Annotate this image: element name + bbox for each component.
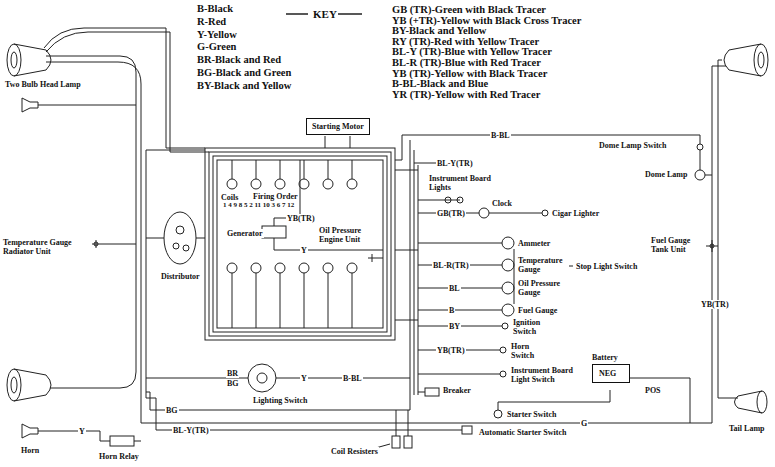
wire-code: B	[448, 306, 455, 315]
key-entry: B-BL-Black and Blue	[392, 79, 488, 90]
key-entry: B-Black	[197, 4, 233, 15]
wire-code: BL-R(TR)	[432, 261, 470, 270]
starter-box: Starting Motor	[306, 118, 370, 135]
part-label: Distributor	[160, 272, 201, 281]
wire-code: YB(TR)	[436, 346, 466, 355]
part-label: Breaker	[442, 386, 472, 395]
part-label: Lighting Switch	[252, 396, 308, 405]
part-label: Horn Switch	[510, 342, 546, 360]
wire-code: B-BL	[490, 131, 511, 140]
node-heading: Battery	[592, 353, 630, 362]
key-entry: YB (+TR)-Yellow with Black Cross Tracer	[392, 16, 581, 27]
part-label: Automatic Starter Switch	[478, 428, 567, 437]
wire-code: BL-Y(TR)	[172, 426, 210, 435]
part-label: 1 4 9 8 5 2 11 10 3 6 7 12	[222, 201, 295, 209]
key-entry: BL-R (TR)-Blue with Red Tracer	[392, 58, 541, 69]
wire-code: YB(TR)	[286, 214, 316, 223]
key-entry: Y-Yellow	[197, 30, 237, 41]
key-entry: YR (TR)-Yellow with Red Tracer	[392, 90, 540, 101]
node-text: Starting Motor	[312, 122, 364, 131]
part-label: Dome Lamp Switch	[598, 141, 668, 150]
part-label: Temperature Gauge	[517, 256, 569, 274]
part-label: Oil Pressure Gauge	[517, 279, 575, 297]
battery-case: NEG	[592, 364, 630, 383]
part-label: Ignition Switch	[512, 318, 558, 336]
key-entry: BG-Black and Green	[197, 68, 291, 79]
key-entry: R-Red	[197, 17, 226, 28]
key-heading: KEY	[312, 8, 338, 20]
part-label: Fuel Gauge	[517, 306, 558, 315]
part-label: Oil Pressure Engine Unit	[318, 226, 372, 244]
wire-code: Y	[300, 374, 308, 383]
part-label: Ammeter	[517, 239, 551, 248]
part-label: Clock	[491, 199, 513, 208]
wire-code: BL	[448, 284, 461, 293]
part-label: POS	[644, 386, 662, 395]
part-label: Horn Relay	[98, 452, 140, 461]
wire-code: Y	[300, 246, 308, 255]
part-label: Instrument Board Lights	[428, 174, 500, 192]
key-entry: BY-Black and Yellow	[392, 26, 486, 37]
part-label: Dome Lamp	[644, 170, 688, 179]
key-entry: RY (TR)-Red with Yellow Tracer	[392, 37, 539, 48]
part-label: Temperature Gauge Radiator Unit	[2, 238, 84, 256]
wire-code: G	[580, 419, 588, 428]
part-label: Coil Resisters	[330, 447, 379, 456]
battery-box: BatteryNEG	[592, 353, 630, 383]
wire-code: BL-Y(TR)	[436, 159, 474, 168]
wire-code: Y	[78, 427, 86, 436]
key-entry: GB (TR)-Green with Black Tracer	[392, 5, 546, 16]
key-entry: BY-Black and Yellow	[197, 81, 291, 92]
key-entry: BL-Y (TR)-Blue with Yellow Tracer	[392, 47, 552, 58]
wire-code: YB(TR)	[700, 300, 730, 309]
key-entry: YB (TR)-Yellow with Black Tracer	[392, 69, 547, 80]
node-text: NEG	[599, 369, 623, 378]
part-label: Starter Switch	[506, 410, 557, 419]
part-label: Tail Lamp	[728, 424, 766, 433]
wire-code: BY	[448, 322, 461, 331]
wire-code: GB(TR)	[436, 209, 466, 218]
part-label: Horn	[20, 446, 40, 455]
key-entry: G-Green	[197, 42, 236, 53]
wire-code: BG	[226, 379, 240, 388]
part-label: Instrument Board Light Switch	[510, 366, 584, 384]
key-entry: BR-Black and Red	[197, 55, 281, 66]
part-label: Stop Light Switch	[575, 262, 638, 271]
part-label: Cigar Lighter	[551, 209, 600, 218]
wire-code: BG	[165, 406, 179, 415]
part-label: Generator	[226, 229, 264, 238]
wire-code: B-BL	[342, 374, 363, 383]
wire-code: BR	[226, 369, 239, 378]
part-label: Two Bulb Head Lamp	[4, 80, 82, 89]
part-label: Fuel Gauge Tank Unit	[650, 236, 704, 254]
part-label: Firing Order	[252, 192, 299, 201]
